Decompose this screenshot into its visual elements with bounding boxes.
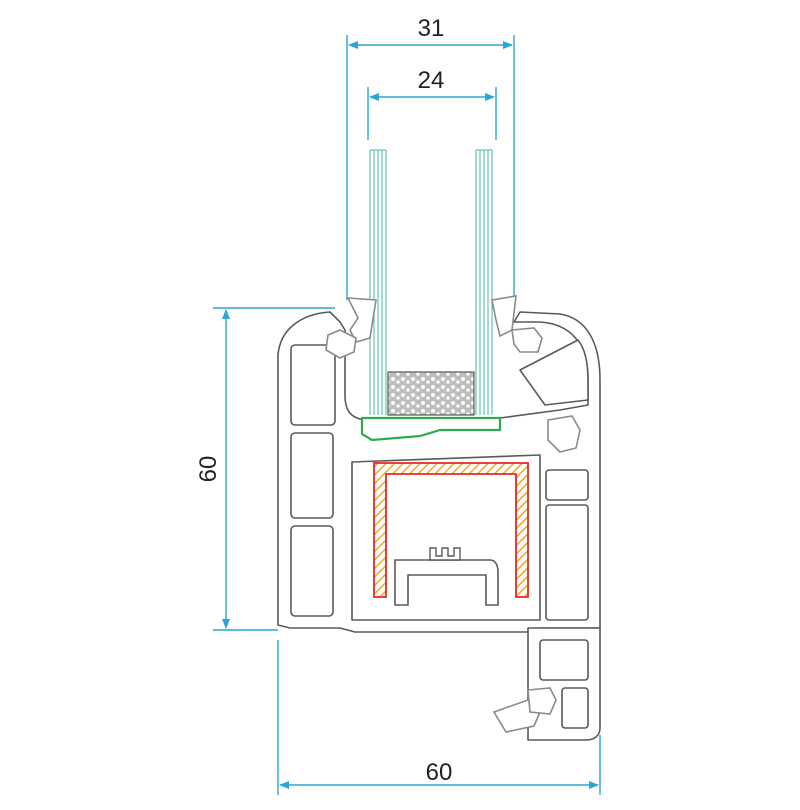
dim-label-31: 31 — [418, 15, 445, 42]
frame-chamber — [561, 687, 589, 729]
clip-sash-hook — [547, 415, 581, 453]
frame-chamber — [545, 504, 589, 621]
sash-chamber — [290, 344, 336, 426]
sash-chamber — [290, 525, 334, 617]
glass-spacer — [387, 371, 475, 416]
steel-reinforcement — [373, 462, 529, 598]
sash-chamber — [519, 339, 589, 406]
clip-bottom — [527, 687, 557, 715]
dim-label-60-horizontal: 60 — [426, 759, 453, 786]
dim-label-24: 24 — [418, 67, 445, 94]
frame-chamber — [545, 469, 589, 501]
gasket-bottom-right — [492, 699, 541, 733]
connector-block — [394, 559, 499, 606]
glazing-bead — [360, 416, 502, 442]
sash-chamber — [290, 432, 334, 519]
glass-pane-outer — [369, 149, 387, 415]
glass-pane-inner — [475, 149, 493, 415]
clip-right — [511, 327, 543, 353]
connector-teeth — [429, 547, 461, 561]
dim-label-60-vertical: 60 — [195, 456, 222, 483]
dimension-lines — [213, 35, 601, 795]
gasket-top-right — [491, 295, 517, 338]
clip-left — [325, 329, 357, 359]
gaskets — [325, 295, 581, 733]
frame-chamber — [539, 639, 589, 681]
